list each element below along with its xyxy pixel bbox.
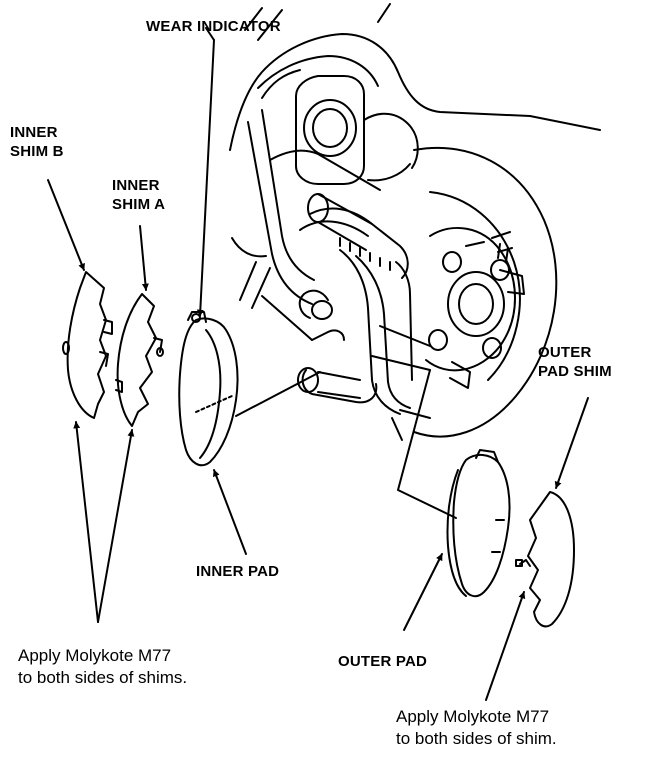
inner-shim-b: [63, 272, 112, 418]
caliper-bracket: [230, 4, 600, 440]
inner-shim-a: [116, 294, 163, 426]
inner-pad-label: INNER PAD: [196, 563, 280, 580]
outer-pad: [447, 450, 509, 596]
brake-rotor-hub: [398, 148, 556, 518]
inner-shim-a-label-line1: INNER: [112, 177, 160, 194]
leader-arrows: [48, 28, 588, 700]
outer-pad-shim-label-line2: PAD SHIM: [538, 363, 612, 380]
molykote-note-shims-line2: to both sides of shims.: [18, 668, 188, 687]
molykote-note-shim-line2: to both sides of shim.: [396, 729, 557, 748]
outer-pad-shim: [516, 492, 574, 626]
wear-indicator-label: WEAR INDICATOR: [146, 18, 281, 35]
inner-shim-a-label-line2: SHIM A: [112, 196, 166, 213]
molykote-note-shims-line1: Apply Molykote M77: [18, 646, 172, 665]
inner-shim-a-label: INNER SHIM A: [112, 176, 165, 214]
inner-shim-b-label-line1: INNER: [10, 124, 58, 141]
outer-pad-shim-label: OUTER PAD SHIM: [538, 343, 612, 381]
molykote-note-shim-line1: Apply Molykote M77: [396, 707, 550, 726]
inner-shim-b-label-line2: SHIM B: [10, 143, 64, 160]
inner-shim-b-label: INNER SHIM B: [10, 123, 64, 161]
molykote-note-shim: Apply Molykote M77 to both sides of shim…: [396, 706, 557, 750]
outer-pad-label: OUTER PAD: [338, 653, 428, 670]
outer-pad-shim-label-line1: OUTER: [538, 344, 592, 361]
inner-pad: [179, 312, 237, 465]
molykote-note-shims: Apply Molykote M77 to both sides of shim…: [18, 645, 187, 689]
